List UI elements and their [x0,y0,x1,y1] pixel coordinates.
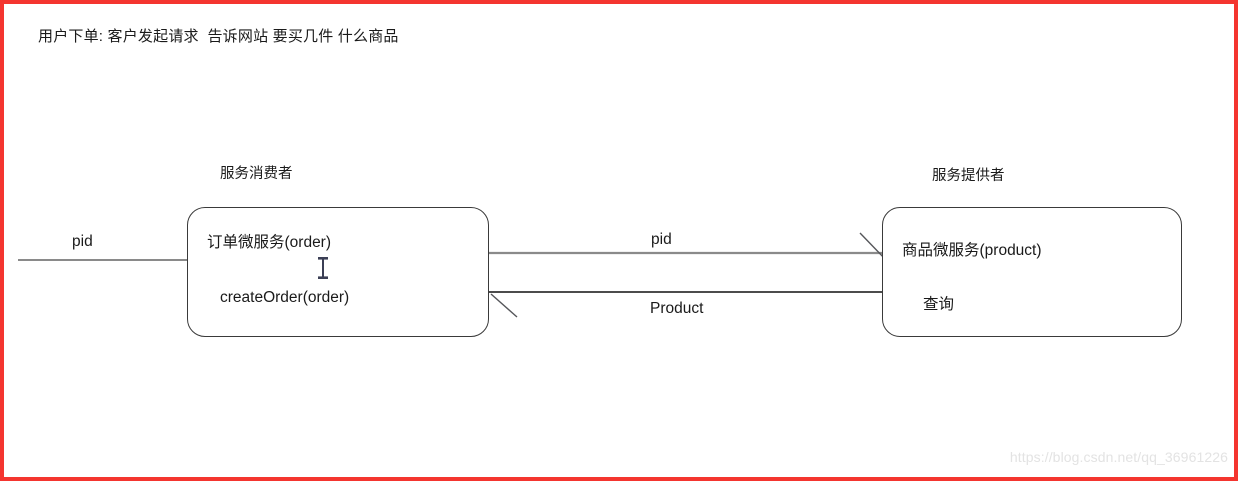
caption-service-provider: 服务提供者 [932,168,1005,184]
watermark: https://blog.csdn.net/qq_36961226 [1009,449,1228,465]
edge-label-request-pid: pid [651,231,672,248]
node-order-method: createOrder(order) [220,289,350,306]
edge-label-response-product: Product [650,300,704,317]
node-product-method: 查询 [923,296,955,313]
caption-service-consumer: 服务消费者 [220,166,293,182]
edge-response-arrowhead [490,293,518,318]
text-cursor-icon [318,257,328,279]
node-product-microservice[interactable]: 商品微服务(product) 查询 [882,207,1182,337]
node-product-title: 商品微服务(product) [902,242,1042,259]
page-title: 用户下单: 客户发起请求 告诉网站 要买几件 什么商品 [38,28,399,45]
edge-label-entry-pid: pid [72,233,93,250]
node-order-title: 订单微服务(order) [207,234,332,251]
node-order-microservice[interactable]: 订单微服务(order) createOrder(order) [187,207,489,337]
